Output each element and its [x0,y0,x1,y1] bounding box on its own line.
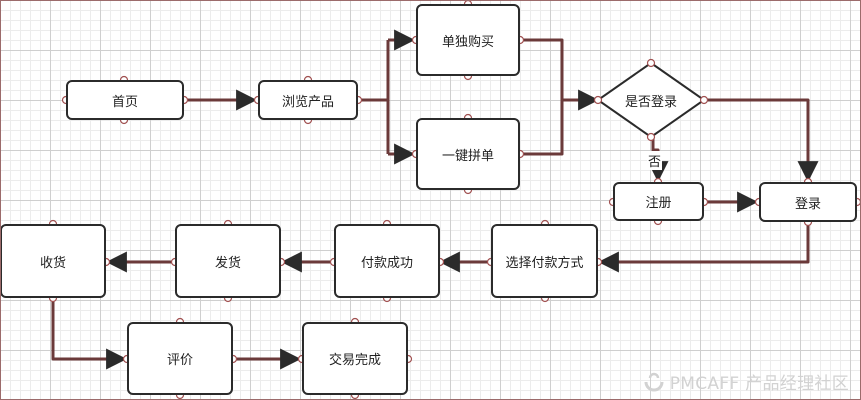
edge-label-no: 否 [647,151,663,170]
node-browse-label: 浏览产品 [281,94,334,110]
connector-receive-review [51,298,128,370]
node-group-buy-label: 一键拼单 [441,148,494,164]
node-login[interactable]: 登录 [759,182,857,222]
node-home-label: 首页 [111,94,138,110]
node-review-label: 评价 [166,353,193,368]
node-ship-label: 发货 [214,255,241,271]
node-buy-alone[interactable]: 单独购买 [416,4,520,76]
node-choose-payment[interactable]: 选择付款方式 [491,224,598,298]
node-register-label: 注册 [645,196,672,211]
node-choose-payment-label: 选择付款方式 [505,255,584,271]
connector-login-payment [597,222,810,273]
node-login-label: 登录 [794,196,821,212]
node-receive[interactable]: 收货 [0,224,106,298]
connector-group-buy-merge [520,100,564,156]
watermark: PMCAFF 产品经理社区 [642,369,849,394]
node-receive-label: 收货 [39,255,66,271]
watermark-text: PMCAFF 产品经理社区 [669,374,849,394]
node-group-buy[interactable]: 一键拼单 [416,118,520,190]
connector-diamond-login [704,98,819,183]
node-trade-complete-label: 交易完成 [328,353,381,368]
node-register[interactable]: 注册 [613,182,704,221]
node-is-logged-in-label: 是否登录 [624,94,677,110]
node-ship[interactable]: 发货 [175,224,281,298]
node-review[interactable]: 评价 [127,322,233,395]
node-trade-complete[interactable]: 交易完成 [302,322,408,395]
node-payment-success[interactable]: 付款成功 [334,224,440,298]
connector-buy-alone-merge [520,38,564,100]
node-browse[interactable]: 浏览产品 [258,80,358,120]
node-payment-success-label: 付款成功 [360,255,413,271]
node-home[interactable]: 首页 [66,80,184,120]
pmcaff-logo-icon [644,372,664,391]
node-is-logged-in[interactable]: 是否登录 [598,63,704,137]
node-buy-alone-label: 单独购买 [441,34,494,50]
